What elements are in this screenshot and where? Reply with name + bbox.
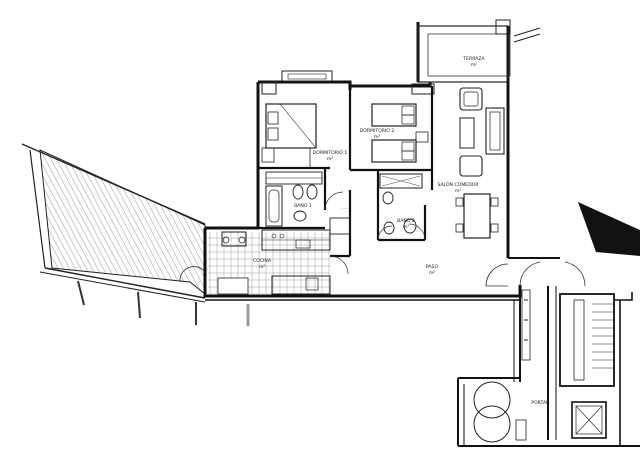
paso-area: m² (429, 271, 435, 276)
dormitorio-1-area: m² (327, 157, 333, 162)
interior-walls (258, 86, 434, 258)
portal-label: PORTAL (531, 400, 549, 406)
terraza-label: TERRAZA (462, 56, 485, 62)
bano-1-label: BAÑO 1 (294, 202, 312, 209)
room-dormitorio-1: DORMITORIO 1 m² (261, 103, 348, 168)
cocina-area: m² (259, 265, 265, 270)
room-bano-2: BAÑO 2 m² (379, 173, 423, 235)
room-cocina: COCINA m² (208, 229, 349, 295)
room-dormitorio-2: DORMITORIO 2 m² (360, 103, 429, 163)
bano-2-label: BAÑO 2 (397, 217, 415, 224)
dormitorio-2-label: DORMITORIO 2 (360, 128, 395, 134)
bano-2-area: m² (403, 225, 409, 230)
cocina-label: COCINA (253, 258, 272, 264)
paso-label: PASO (426, 264, 439, 270)
room-bano-1: BAÑO 1 (265, 171, 323, 227)
hall-label: · · · (341, 207, 348, 212)
dormitorio-1-label: DORMITORIO 1 (313, 150, 348, 156)
dormitorio-2-area: m² (374, 135, 380, 140)
room-salon-comedor: SALÓN COMEDOR m² (437, 87, 505, 239)
salon-area: m² (455, 189, 461, 194)
common-stair-core: PORTAL (457, 257, 640, 447)
left-terrace (21, 143, 250, 326)
terraza-area: m² (471, 63, 477, 68)
room-paso: PASO m² (426, 263, 509, 287)
top-terrace: TERRAZA m² (417, 19, 541, 83)
salon-label: SALÓN COMEDOR (437, 181, 479, 188)
neighbor-wedge (578, 202, 640, 256)
